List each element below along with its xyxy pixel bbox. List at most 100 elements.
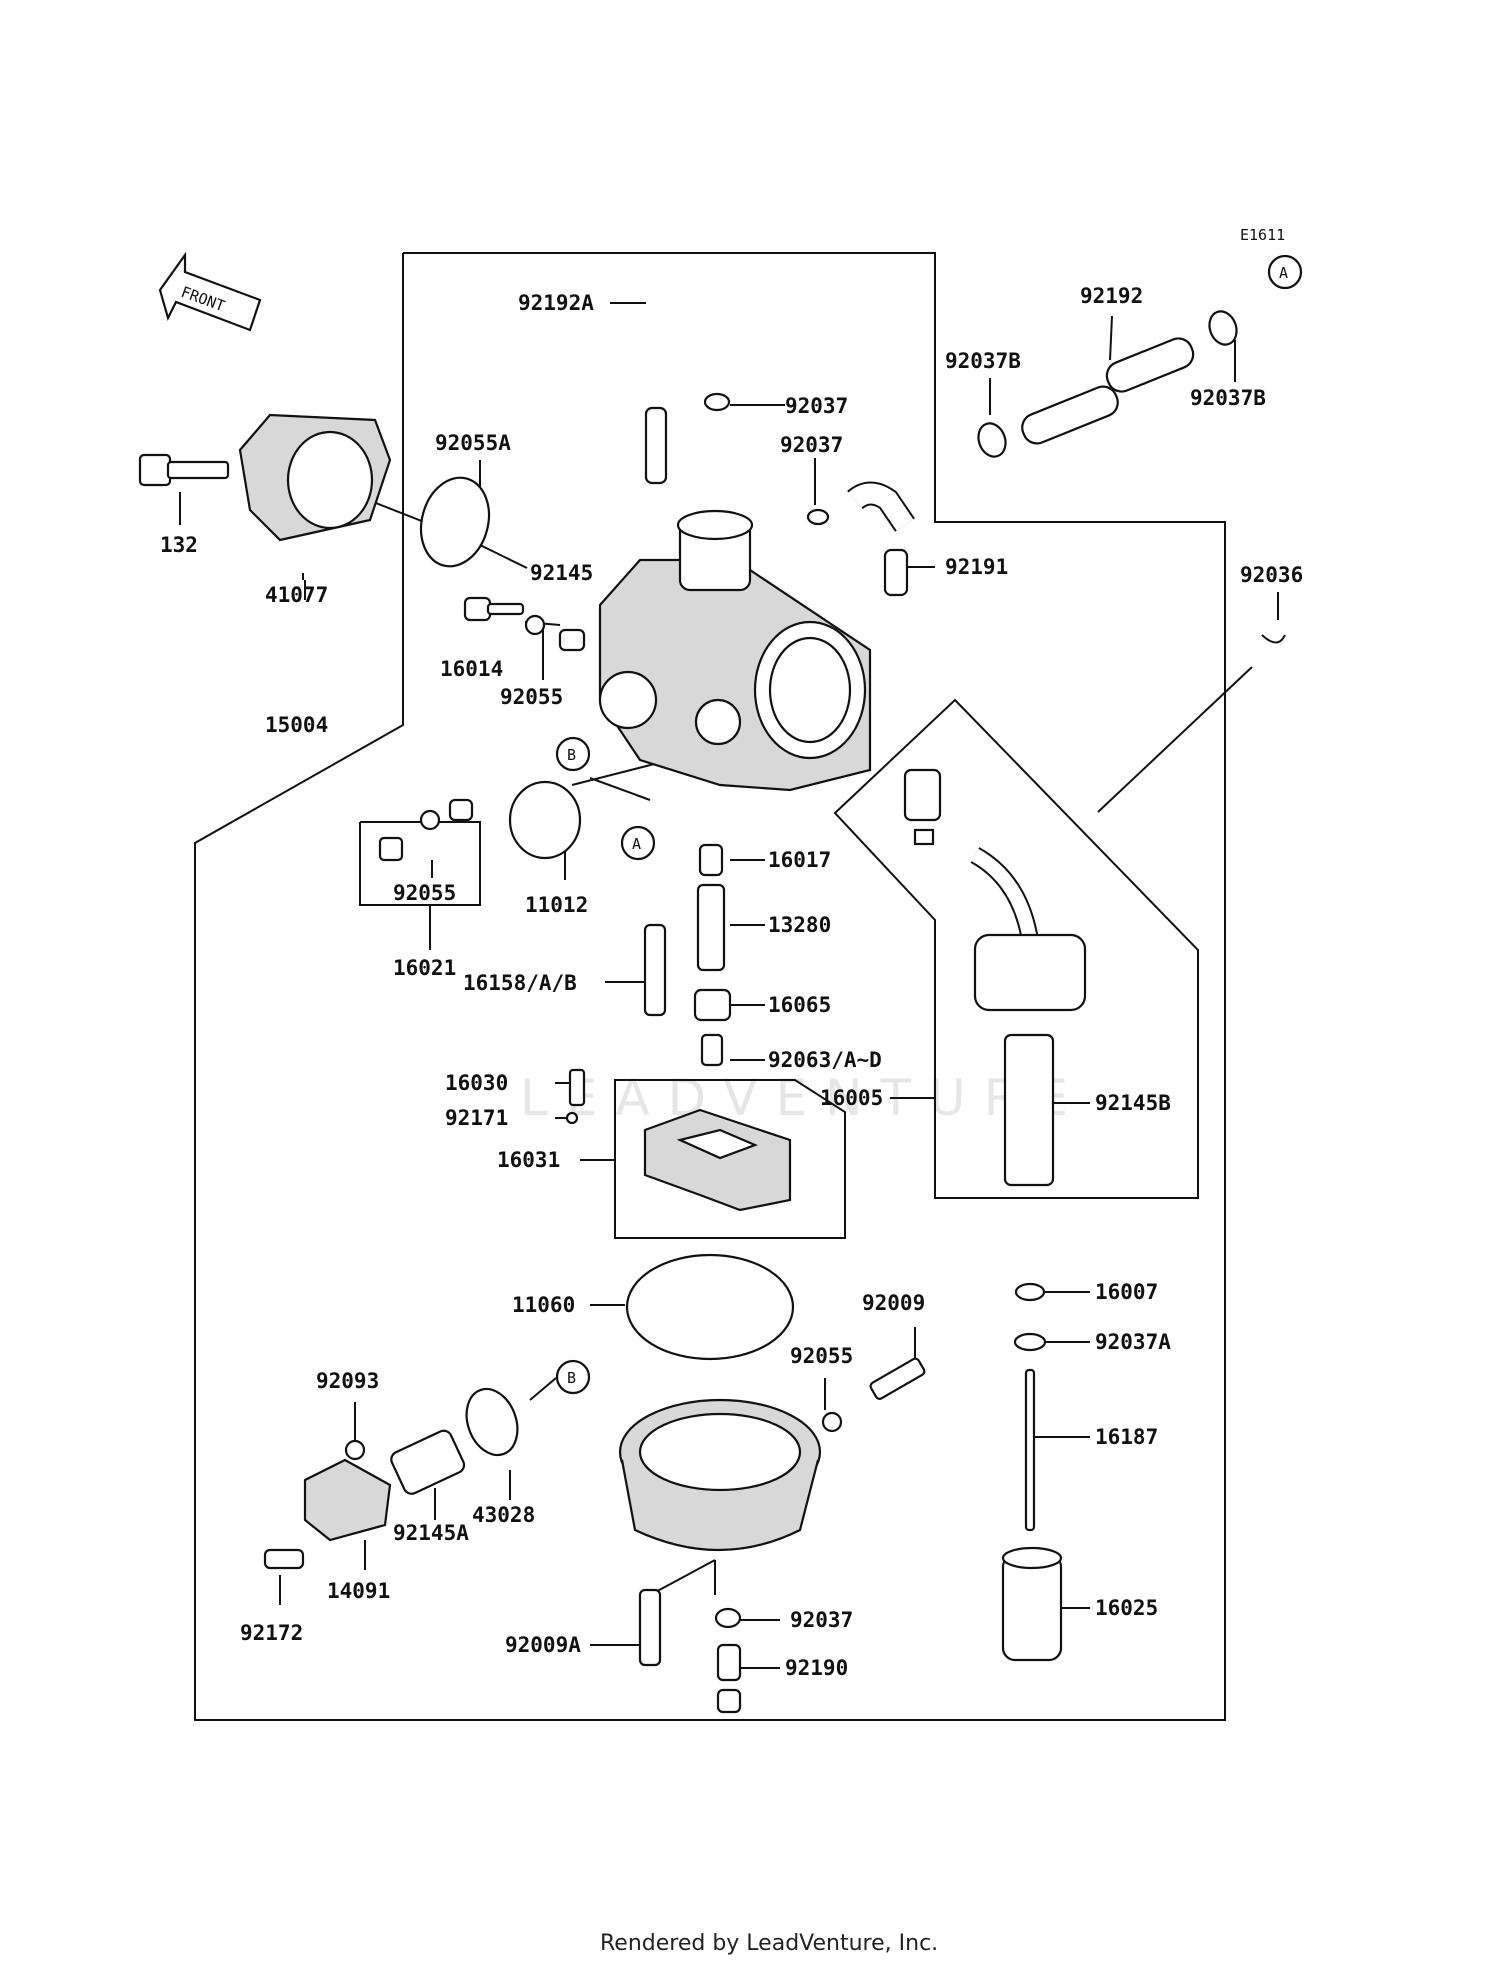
clip-92171 [565,1111,579,1125]
part-label: 132 [160,533,198,557]
footer-credit: Rendered by LeadVenture, Inc. [600,1931,938,1956]
clamp-92037-top [703,392,731,412]
hose-92192 [1021,337,1195,445]
part-label: 16014 [440,657,503,681]
washer-92093 [344,1439,366,1461]
part-label: 92190 [785,1656,848,1680]
jet-92063 [700,1033,724,1067]
diaphragm-43028 [465,1387,519,1457]
callout-a-mid-text: A [632,835,641,853]
oring-92055-upper [524,614,546,636]
cap-16007 [1014,1282,1046,1302]
callout-b-mid: B [555,736,591,772]
part-label: 16017 [768,848,831,872]
part-label: 92037B [1190,386,1266,410]
choke-16005 [903,768,1087,1012]
clamp-92037b-right [1208,310,1238,346]
jet-16017 [698,843,724,877]
watermark: LEADVENTURE [520,1069,1086,1127]
part-label: 16021 [393,956,456,980]
part-label: 14091 [327,1579,390,1603]
callout-a-top-text: A [1279,264,1288,282]
front-arrow-icon: FRONT [158,251,262,332]
clip-92037a [1013,1332,1047,1352]
carburetor-body [598,509,872,792]
part-label: 92063/A~D [768,1048,882,1072]
part-label: 41077 [265,583,328,607]
part-label: 92192 [1080,284,1143,308]
part-label: 92093 [316,1369,379,1393]
oring-92055a [419,476,491,568]
part-label: 92055 [500,685,563,709]
hose-92191 [847,481,915,597]
part-label: 92055A [435,431,511,455]
part-label: 92037 [790,1608,853,1632]
part-label: 92145 [530,561,593,585]
part-label: 16030 [445,1071,508,1095]
assembly-boundary [194,252,1226,1721]
cap-11012 [508,780,582,860]
part-label: 92009 [862,1291,925,1315]
spring-92145a [390,1429,466,1495]
insulator-41077 [238,413,392,542]
part-label: 16031 [497,1148,560,1172]
cover-14091 [303,1458,392,1542]
float-16031 [643,1108,792,1212]
needle-92009 [869,1357,926,1400]
valve-16030 [568,1068,586,1107]
screw-92009a [638,1588,662,1667]
part-label: 92055 [790,1344,853,1368]
part-label: 16025 [1095,1596,1158,1620]
part-label: 16187 [1095,1425,1158,1449]
screw-92172 [263,1548,305,1570]
callout-a-top: A [1267,254,1303,290]
part-label: 16065 [768,993,831,1017]
part-label: 13280 [768,913,831,937]
part-label: 92145A [393,1521,469,1545]
part-label: 92172 [240,1621,303,1645]
part-label: 16007 [1095,1280,1158,1304]
callout-a-mid: A [620,825,656,861]
part-label: 92036 [1240,563,1303,587]
part-label: 43028 [472,1503,535,1527]
part-label: 11012 [525,893,588,917]
part-label: 92037 [785,394,848,418]
part-label: 92171 [445,1106,508,1130]
holder-16065 [693,988,732,1022]
subkit-box-16005 [833,698,1199,1199]
callout-b-bottom-text: B [567,1369,576,1387]
clamp-92037b-left [977,422,1007,458]
screw-16014 [463,596,525,622]
part-label: 92191 [945,555,1008,579]
part-label: 16158/A/B [463,971,577,995]
diagram-id: E1611 [1240,226,1285,244]
callout-b-mid-text: B [567,746,576,764]
clamp-92037-right [806,508,830,526]
tube-92036 [1261,634,1286,644]
spring-92145b [1003,1033,1055,1187]
part-label: 11060 [512,1293,575,1317]
part-label: 92037A [1095,1330,1171,1354]
throttle-16025 [1001,1546,1063,1662]
tube-92190 [716,1643,742,1714]
tube-13280 [696,883,726,972]
subkit-box-16031 [614,1079,846,1239]
subkit-box-16021 [359,821,481,906]
hose-92192a [644,260,724,485]
leader-lines [179,302,1279,1669]
part-label: 92009A [505,1633,581,1657]
gasket-11060 [625,1253,795,1361]
screw-16021-kit [378,798,474,862]
bolt-132 [138,453,230,487]
part-label: 92055 [393,881,456,905]
part-label: 16005 [820,1086,883,1110]
callout-b-bottom: B [555,1359,591,1395]
part-labels: 92192A 92037 92037 92191 92192 92037B 92… [160,284,1303,1680]
jet-16158 [643,923,667,1017]
part-label: 92037B [945,349,1021,373]
clamp-92037-bottom [714,1607,742,1629]
part-label: 15004 [265,713,328,737]
part-label: 92037 [780,433,843,457]
part-label: 92192A [518,291,594,315]
